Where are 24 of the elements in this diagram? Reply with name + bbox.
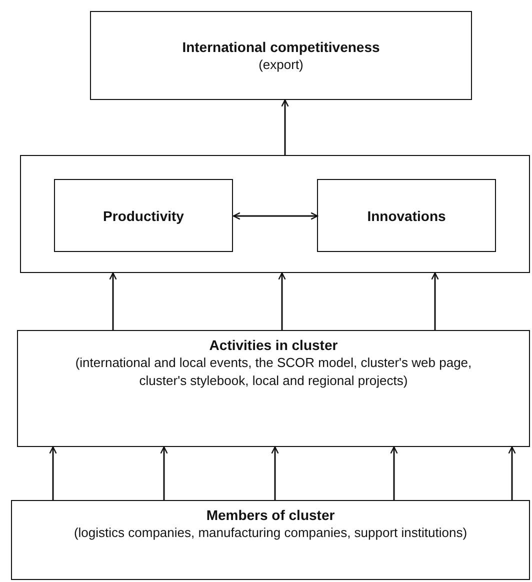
process-box (317, 179, 496, 252)
arrow (278, 272, 286, 330)
process-box (11, 500, 530, 580)
box-description: (international and local events, the SCOR model, cluster's web page, cluster's stylebook, local and regional projects) (74, 354, 473, 390)
arrow (271, 446, 279, 500)
box-title: International competitiveness (182, 38, 380, 56)
arrow (49, 446, 57, 500)
arrow (160, 446, 168, 500)
group-box (20, 155, 530, 273)
arrow (508, 446, 516, 500)
box-title: Activities in cluster (209, 336, 338, 354)
arrow (431, 272, 439, 330)
arrow (390, 446, 398, 500)
box-description: (logistics companies, manufacturing companies, support institutions) (74, 524, 468, 542)
box-title: Members of cluster (206, 506, 335, 524)
arrow (281, 99, 289, 155)
process-box (17, 330, 530, 447)
box-title: Innovations (367, 206, 446, 224)
box-title: Productivity (103, 206, 184, 224)
arrow (232, 212, 318, 220)
process-box (90, 11, 472, 100)
box-description: (export) (258, 56, 304, 74)
process-box (54, 179, 233, 252)
arrow (109, 272, 117, 330)
